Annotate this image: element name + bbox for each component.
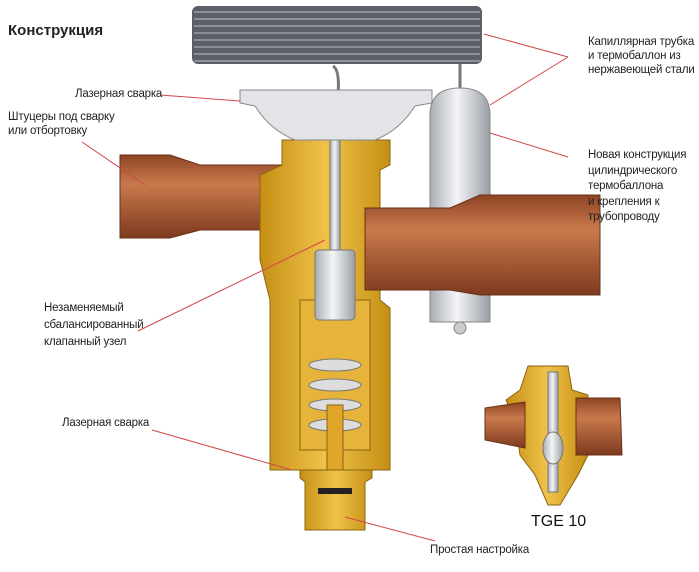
page-title: Конструкция [8,22,104,39]
label-new-bulb: Новая конструкция цилиндрического термоб… [588,148,687,226]
label-line: Штуцеры под сварку [8,111,115,123]
label-laser-weld-bottom: Лазерная сварка [62,417,150,429]
label-line: или отбортовку [8,125,88,137]
label-line: и термобаллон из [588,50,681,62]
leader-lines [81,33,569,542]
label-line: Новая конструкция [588,149,687,161]
diaphragm-head [239,89,433,141]
label-line: и крепления к [588,195,660,208]
label-valve-unit: Незаменяемый сбалансированный клапанный … [44,300,144,351]
adjusting-screw [299,469,373,531]
label-line: сбалансированный [44,319,144,331]
label-laser-weld-top: Лазерная сварка [75,88,163,100]
capillary-coil [192,6,482,96]
label-adjustment: Простая настройка [430,544,530,556]
label-line: трубопроводу [588,211,660,223]
label-line: термобаллона [588,180,664,192]
tge10-illustration [484,365,623,506]
label-line: Капиллярная трубка [588,36,695,48]
label-capillary: Капиллярная трубка и термобаллон из нерж… [588,35,695,77]
outlet-pipe [364,194,601,296]
label-line: цилиндрического [588,164,678,177]
label-line: клапанный узел [44,336,127,348]
valve-body [259,104,391,476]
label-line: нержавеющей стали [588,64,695,76]
label-line: Незаменяемый [44,302,124,314]
model-label: TGE 10 [531,513,587,530]
label-fittings: Штуцеры под сварку или отбортовку [8,110,115,138]
